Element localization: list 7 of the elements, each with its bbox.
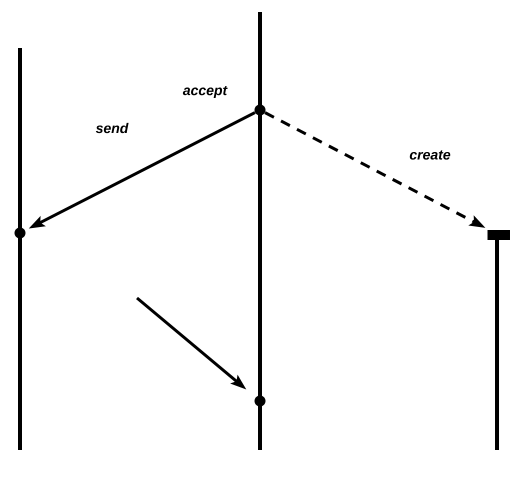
creation-bar [488, 230, 510, 240]
event-dot [254, 396, 266, 406]
event-dot [254, 104, 266, 116]
event-dot [14, 228, 26, 238]
event-label: accept [182, 86, 228, 98]
edge-label: send [94, 122, 130, 134]
edge-label: create [408, 149, 452, 161]
